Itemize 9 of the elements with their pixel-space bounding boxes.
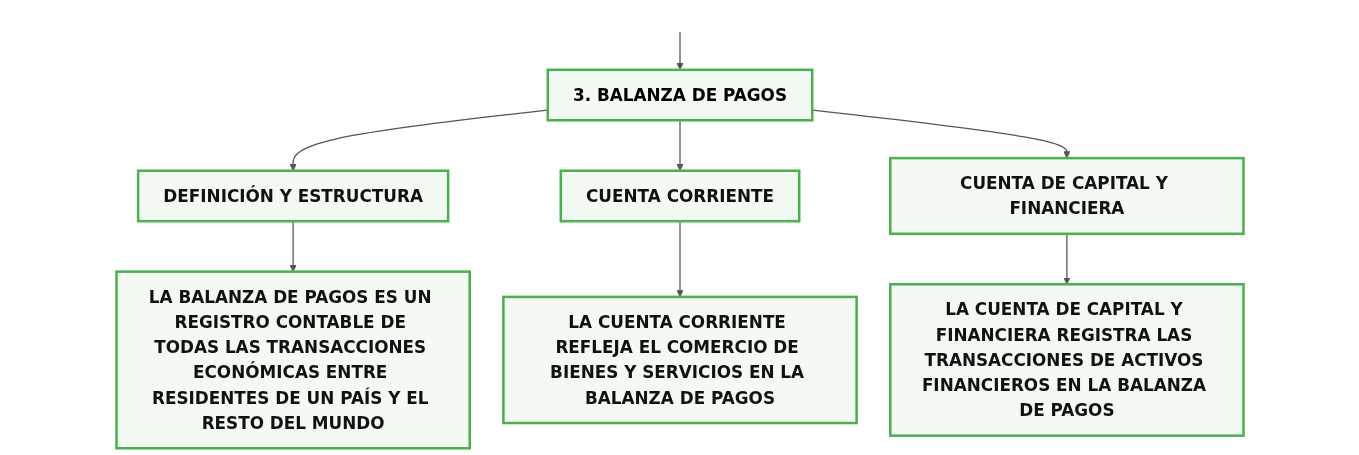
node-box: LA CUENTA DE CAPITAL Y FINANCIERA REGISTRA LAS TRANSACCIONES DE ACTIVOS FINANCIEROS EN LA BALANZA DE PAGOS [888, 283, 1245, 437]
arrow [811, 109, 1071, 159]
arrow [1062, 233, 1071, 285]
node-box: CUENTA DE CAPITAL Y FINANCIERA [888, 156, 1245, 236]
node-box: CUENTA CORRIENTE [559, 169, 800, 223]
node-box: LA CUENTA CORRIENTE REFLEJA EL COMERCIO DE BIENES Y SERVICIOS EN LA BALANZA DE PAGOS [501, 295, 858, 425]
node-box: DEFINICIÓN Y ESTRUCTURA [136, 169, 449, 223]
node-box: LA BALANZA DE PAGOS ES UN REGISTRO CONTABLE DE TODAS LAS TRANSACCIONES ECONÓMICAS ENTRE RESIDENTES DE UN PAÍS Y EL RESTO DEL MUNDO [114, 270, 471, 450]
node-box: 3. BALANZA DE PAGOS [546, 68, 813, 122]
